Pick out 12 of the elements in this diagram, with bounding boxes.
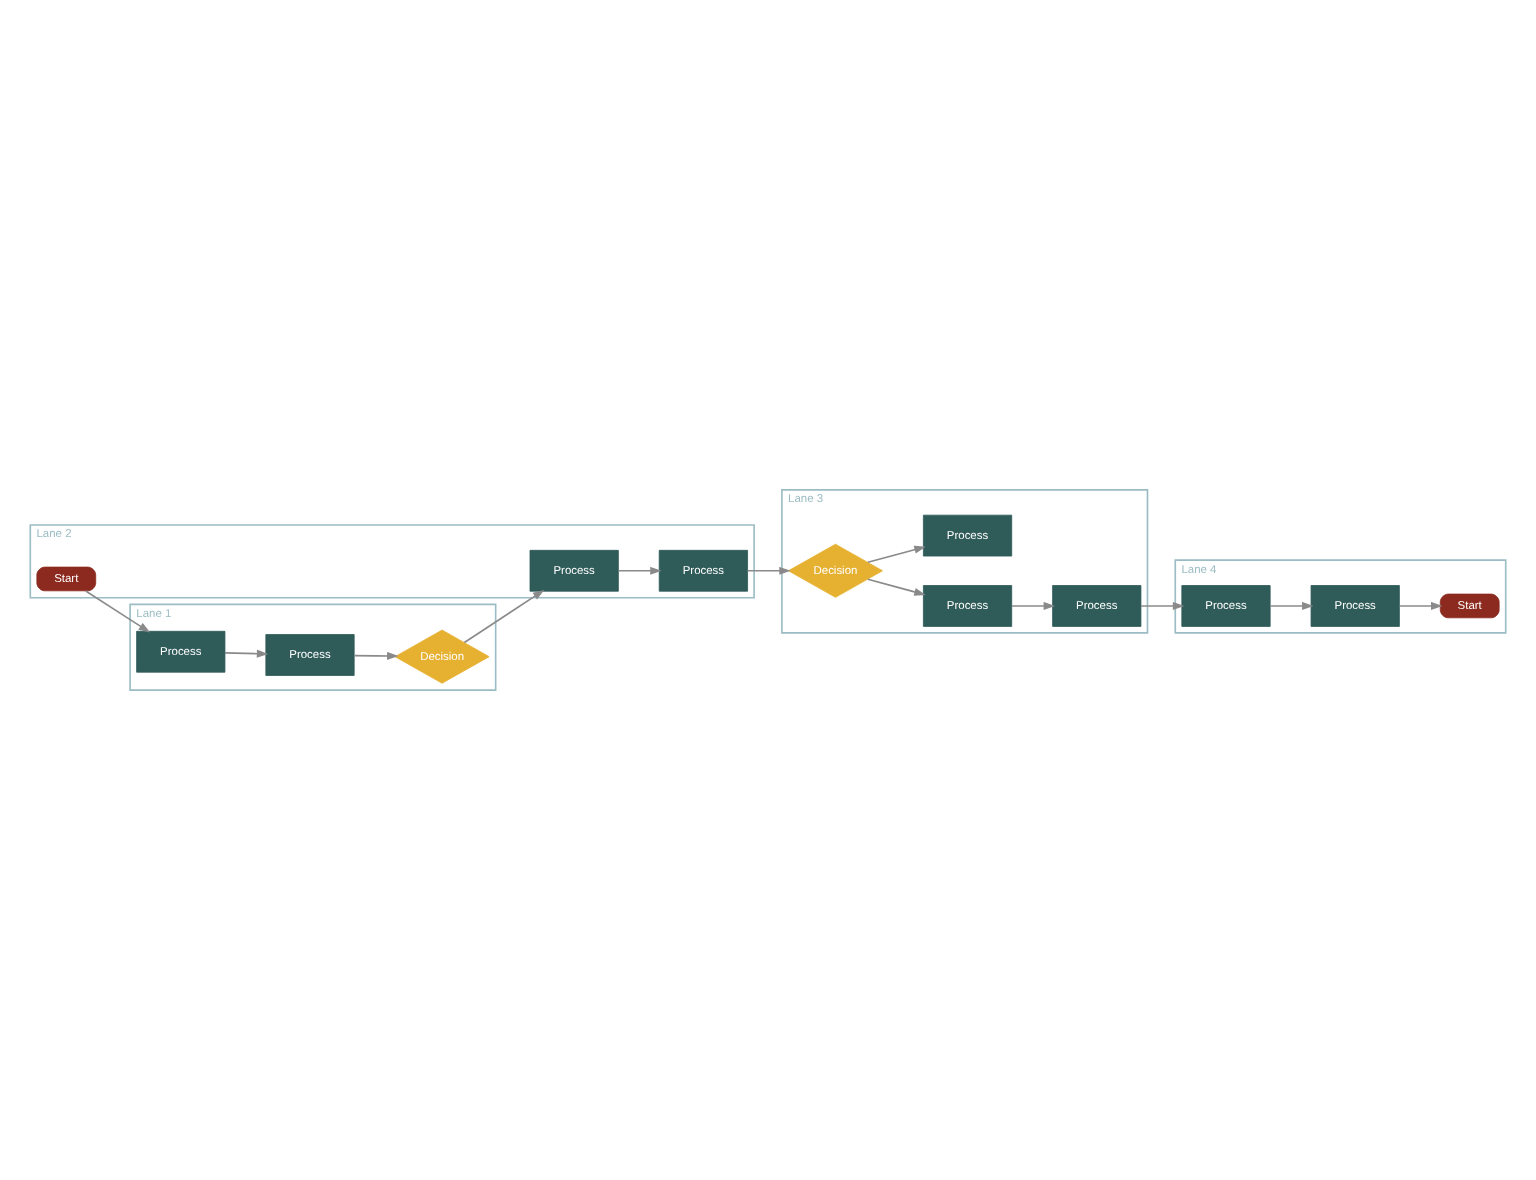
arrow: [617, 566, 662, 575]
arrow: [867, 578, 926, 596]
arrow: [746, 566, 791, 575]
arrow: [1011, 601, 1056, 610]
arrow: [1140, 601, 1185, 610]
arrow: [867, 545, 926, 564]
arrow: [463, 589, 545, 644]
arrow: [84, 590, 151, 633]
arrow: [1398, 601, 1443, 610]
arrow: [353, 651, 399, 660]
arrow: [1269, 601, 1314, 610]
arrow: [224, 649, 269, 658]
